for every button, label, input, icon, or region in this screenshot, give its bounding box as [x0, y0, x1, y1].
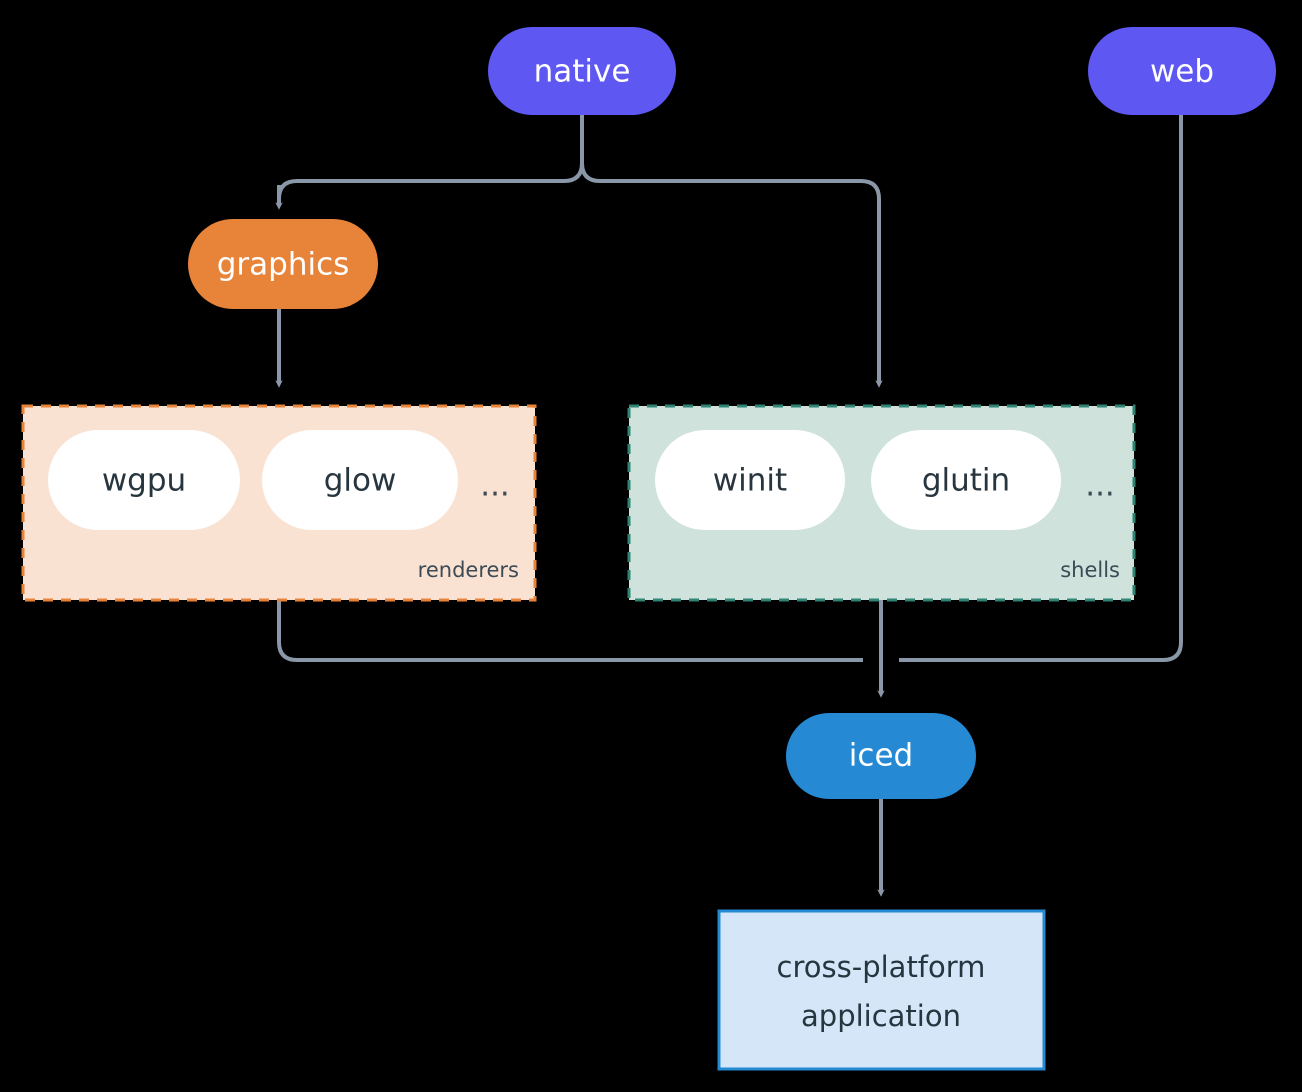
node-glow-label: glow [324, 463, 397, 499]
node-graphics[interactable]: graphics [188, 219, 378, 309]
node-iced[interactable]: iced [786, 713, 976, 799]
node-winit[interactable]: winit [655, 430, 845, 530]
node-glow-shape [262, 430, 458, 530]
node-glutin[interactable]: glutin [871, 430, 1061, 530]
edge-web-to-iced [899, 115, 1183, 662]
node-glutin-shape [871, 430, 1061, 530]
edge-native-to-graphics [277, 162, 584, 201]
shells-caption: shells [1060, 558, 1120, 582]
node-web-shape [1088, 27, 1276, 115]
node-graphics-label: graphics [217, 247, 350, 283]
node-web-label: web [1150, 54, 1214, 90]
node-application-shape [717, 909, 1046, 1071]
node-wgpu-label: wgpu [102, 463, 186, 499]
node-native-label: native [534, 54, 631, 90]
node-iced-shape [786, 713, 976, 799]
node-web[interactable]: web [1088, 27, 1276, 115]
edges-layer [275, 115, 1183, 897]
node-native-shape [488, 27, 676, 115]
edge-native-trunk [580, 115, 883, 388]
renderers-ellipsis: ... [480, 468, 510, 504]
shells-ellipsis: ... [1085, 468, 1115, 504]
edge-renderers-to-iced [277, 600, 863, 662]
node-glutin-label: glutin [922, 463, 1010, 499]
group-shells: winit glutin ... shells [627, 404, 1136, 602]
node-graphics-shape [188, 219, 378, 309]
node-application[interactable]: cross-platform application [717, 909, 1046, 1071]
node-native[interactable]: native [488, 27, 676, 115]
group-renderers: wgpu glow ... renderers [21, 404, 537, 602]
node-application-label-line1: cross-platform [777, 950, 986, 984]
node-glow[interactable]: glow [262, 430, 458, 530]
node-winit-label: winit [713, 463, 787, 499]
renderers-caption: renderers [418, 558, 519, 582]
node-winit-shape [655, 430, 845, 530]
node-wgpu-shape [48, 430, 240, 530]
node-wgpu[interactable]: wgpu [48, 430, 240, 530]
node-application-label-line2: application [801, 999, 961, 1033]
node-iced-label: iced [849, 738, 913, 774]
